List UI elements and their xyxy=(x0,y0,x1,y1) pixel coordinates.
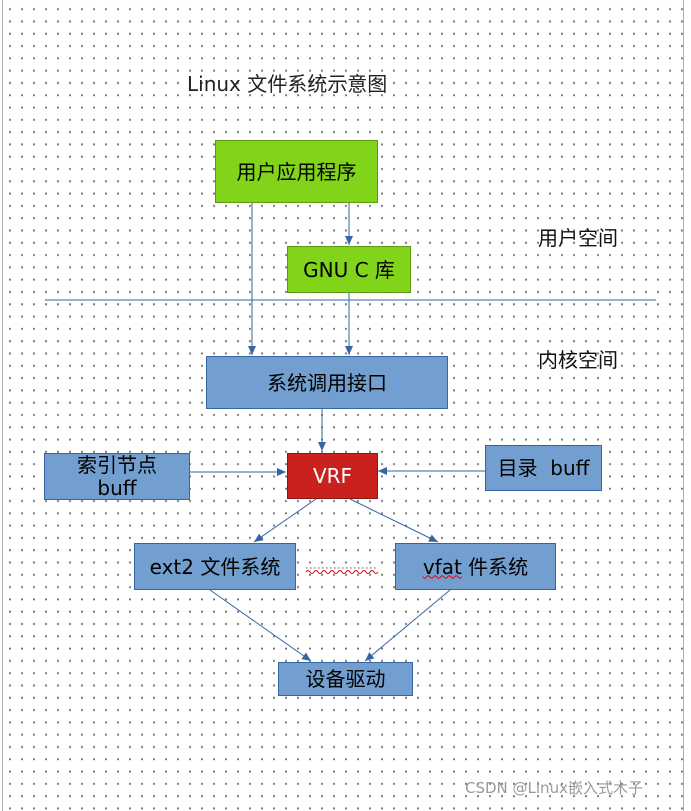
user-app-box: 用户应用程序 xyxy=(215,140,378,203)
user-app-label: 用户应用程序 xyxy=(236,159,357,184)
edge-vrf-to-vfat xyxy=(349,498,439,543)
ext2-label: ext2 文件系统 xyxy=(149,554,281,579)
inode-buff-label-line1: 索引节点 xyxy=(77,452,157,477)
watermark-text: CSDN @Linux嵌入式木子 xyxy=(465,779,643,797)
inode-buff-box: 索引节点 buff xyxy=(44,453,190,500)
kernel-space-label: 内核空间 xyxy=(538,348,618,372)
ellipsis-wavy-mark xyxy=(305,570,379,574)
vrf-label: VRF xyxy=(312,464,353,488)
dir-buff-box: 目录 buff xyxy=(485,445,602,491)
right-border-line xyxy=(683,0,684,811)
glibc-label: GNU C 库 xyxy=(303,257,395,282)
syscall-label: 系统调用接口 xyxy=(267,370,387,395)
ext2-box: ext2 文件系统 xyxy=(134,543,296,590)
vfat-box: vfat 件系统 xyxy=(395,543,556,590)
edge-vrf-to-ext2 xyxy=(253,498,317,543)
dir-buff-label: 目录 buff xyxy=(497,456,590,480)
edge-ext2-to-driver xyxy=(209,589,312,662)
driver-label: 设备驱动 xyxy=(305,667,386,691)
inode-buff-label-line2: buff xyxy=(97,475,137,500)
vfat-label-suffix: 件系统 xyxy=(461,554,529,579)
left-border-line xyxy=(2,0,3,811)
vrf-box: VRF xyxy=(287,453,378,499)
glibc-box: GNU C 库 xyxy=(287,246,411,293)
diagram-title: Linux 文件系统示意图 xyxy=(187,72,388,96)
vfat-label: vfat 件系统 xyxy=(423,556,528,578)
syscall-box: 系统调用接口 xyxy=(206,356,448,409)
vfat-label-prefix: vfat xyxy=(422,554,462,579)
edge-vfat-to-driver xyxy=(364,589,451,662)
user-space-label: 用户空间 xyxy=(538,226,618,250)
driver-box: 设备驱动 xyxy=(278,662,413,696)
